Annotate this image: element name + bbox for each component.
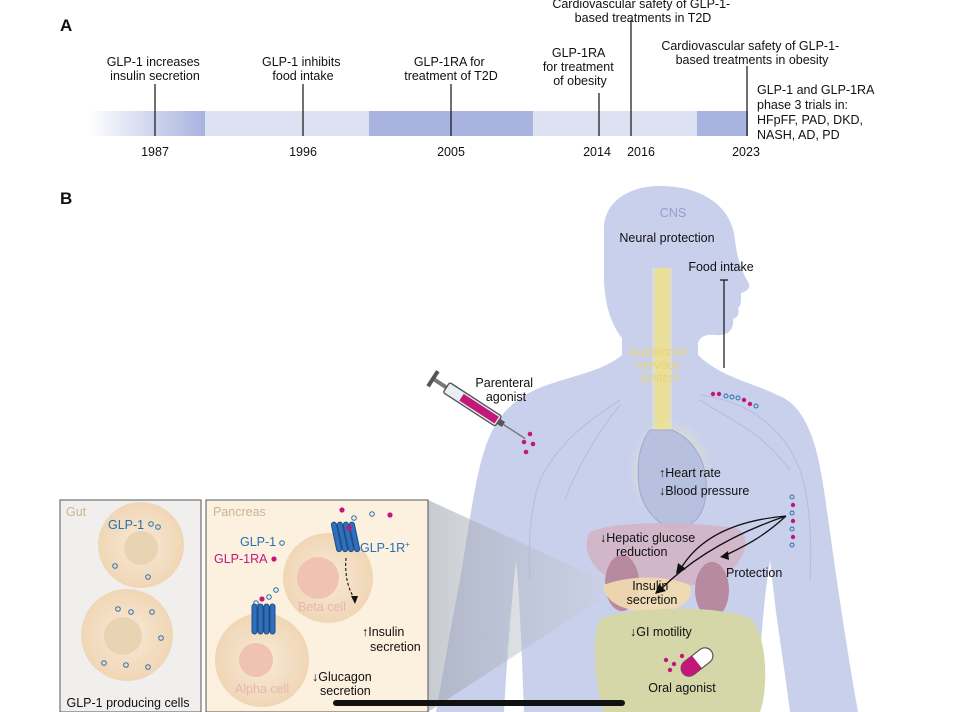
event-2016-label: Cardiovascular safety of GLP-1- based tr… — [552, 0, 733, 25]
oral-agonist-label: Oral agonist — [648, 681, 716, 695]
insulin-secretion-label: Insulin secretion — [627, 579, 678, 607]
beta-cell-label: Beta cell — [298, 600, 346, 614]
gut-cell-top-nucleus — [124, 531, 158, 565]
neural-protection-label: Neural protection — [619, 231, 714, 245]
phase3-trials-label: GLP-1 and GLP-1RA phase 3 trials in: HFp… — [757, 83, 877, 142]
alpha-cell-nucleus — [239, 643, 273, 677]
glp1-receptor-beta-icon — [330, 521, 361, 553]
oral-agonist-pill-icon — [680, 647, 714, 677]
arrow-heads — [655, 551, 729, 594]
intestine-organ — [594, 608, 766, 712]
year-1996: 1996 — [289, 145, 317, 159]
pancreas-ligand-dots — [253, 507, 393, 606]
timeline-segment-1987 — [88, 111, 205, 136]
hepatic-glucose-label: ↓Hepatic glucose reduction — [600, 531, 699, 559]
gut-caption: GLP-1 producing cells — [67, 696, 190, 710]
gi-motility-label: ↓GI motility — [630, 625, 693, 639]
gut-cell-bottom-nucleus — [104, 617, 142, 655]
zoom-cone — [428, 500, 603, 712]
timeline-bar — [88, 111, 748, 136]
food-intake-inhibition-line — [720, 279, 728, 368]
beta-cell-nucleus — [297, 557, 339, 599]
protection-label: Protection — [726, 566, 782, 580]
pancreas-glp1-label: GLP-1 — [240, 535, 276, 549]
heart-effects-label: ↑Heart rate ↓Blood pressure — [659, 466, 749, 498]
pancreas-glp1ra-label: GLP-1RA — [214, 552, 268, 566]
year-1987: 1987 — [141, 145, 169, 159]
year-2005: 2005 — [437, 145, 465, 159]
protection-arrows — [659, 515, 787, 591]
event-2014-label: GLP-1RA for treatment of obesity — [543, 46, 617, 88]
timeline-years: 1987 1996 2005 2014 2016 2023 — [141, 145, 760, 159]
pancreas-inset: Pancreas Beta cell Alpha cell — [205, 499, 429, 712]
glucagon-secretion-label: ↓Glucagon secretion — [312, 670, 375, 698]
pancreas-title: Pancreas — [213, 505, 266, 519]
signal-arrow — [345, 557, 355, 599]
event-2005-label: GLP-1RA for treatment of T2D — [404, 55, 498, 83]
event-1987-label: GLP-1 increases insulin secretion — [107, 55, 204, 83]
gut-title: Gut — [66, 505, 87, 519]
food-intake-label: Food intake — [688, 260, 753, 274]
alpha-cell-label: Alpha cell — [235, 682, 289, 696]
insulin-secretion-inset-label: ↑Insulin secretion — [362, 625, 421, 654]
timeline-segment-2023 — [697, 111, 748, 136]
event-1996-label: GLP-1 inhibits food intake — [262, 55, 344, 83]
year-2014: 2014 — [583, 145, 611, 159]
year-2016: 2016 — [627, 145, 655, 159]
pancreas-organ — [603, 577, 691, 612]
gut-glp1-dots — [101, 521, 164, 670]
gut-glp1-label: GLP-1 — [108, 518, 144, 532]
panel-a-label: A — [60, 16, 72, 35]
kidney-right — [695, 562, 729, 618]
heart-organ — [628, 418, 712, 529]
panel-b-label: B — [60, 189, 72, 208]
pill-dots — [663, 653, 685, 673]
year-2023: 2023 — [732, 145, 760, 159]
gut-inset: Gut GLP-1 GLP-1 producing cells — [59, 499, 202, 712]
syringe-icon — [426, 370, 526, 440]
autonomic-label: Autonomic nervous system — [629, 345, 692, 385]
circulating-agonist-dots — [521, 391, 796, 548]
timeline-ticks — [154, 20, 748, 136]
nerve-lines — [528, 394, 812, 581]
cns-label: CNS — [660, 206, 686, 220]
parenteral-agonist-label: Parenteral agonist — [475, 376, 536, 404]
glp1-receptor-alpha-icon — [251, 603, 276, 635]
home-indicator-bar[interactable] — [333, 700, 625, 706]
glp1r-label: GLP-1R+ — [360, 540, 410, 555]
event-2023-label: Cardiovascular safety of GLP-1- based tr… — [661, 39, 842, 67]
